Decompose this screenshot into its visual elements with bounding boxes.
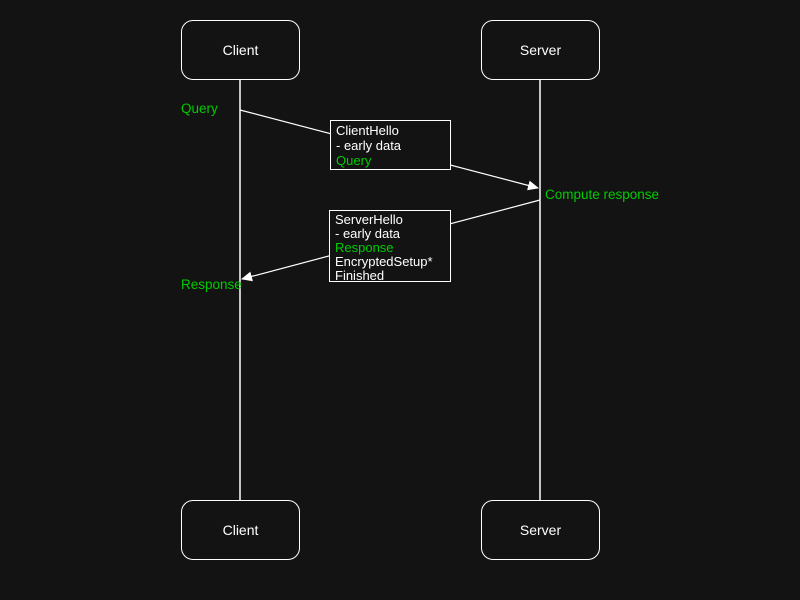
actor-label: Client	[222, 42, 259, 58]
response-label: Response	[181, 277, 242, 292]
message-line: Finished	[335, 268, 385, 283]
message-line: ServerHello	[335, 212, 403, 227]
message-line: - early data	[336, 138, 402, 153]
actor-client-top: Client	[181, 20, 300, 80]
actor-server-top: Server	[481, 20, 600, 80]
client-hello-message-box: ClientHello - early data Query	[330, 120, 451, 170]
actor-label: Server	[519, 522, 562, 538]
query-label: Query	[181, 101, 218, 116]
compute-response-label: Compute response	[545, 187, 660, 202]
actor-server-bottom: Server	[481, 500, 600, 560]
message-line: - early data	[335, 226, 401, 241]
message-line: EncryptedSetup*	[335, 254, 433, 269]
server-hello-message-box: ServerHello - early data Response Encryp…	[329, 210, 451, 283]
message-line: Response	[335, 240, 394, 255]
message-line: ClientHello	[336, 123, 399, 138]
message-line: Query	[336, 153, 372, 168]
actor-label: Server	[519, 42, 562, 58]
actor-client-bottom: Client	[181, 500, 300, 560]
actor-label: Client	[222, 522, 259, 538]
